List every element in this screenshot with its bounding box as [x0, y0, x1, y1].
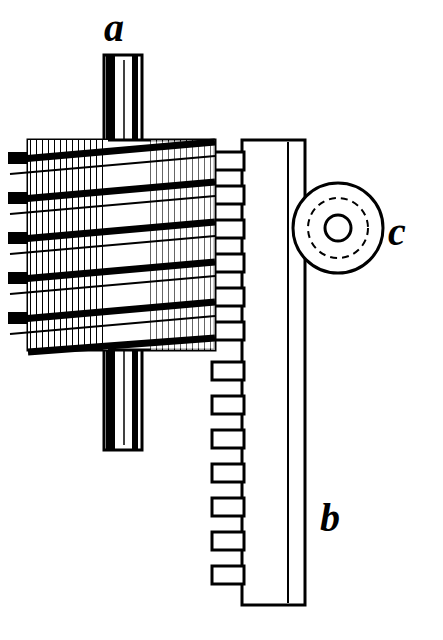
rack — [212, 140, 305, 605]
worm-screw — [8, 140, 215, 352]
rack-label: b — [318, 498, 342, 538]
shaft-label: a — [102, 8, 126, 48]
roller-label: c — [386, 212, 408, 252]
roller — [293, 183, 383, 273]
